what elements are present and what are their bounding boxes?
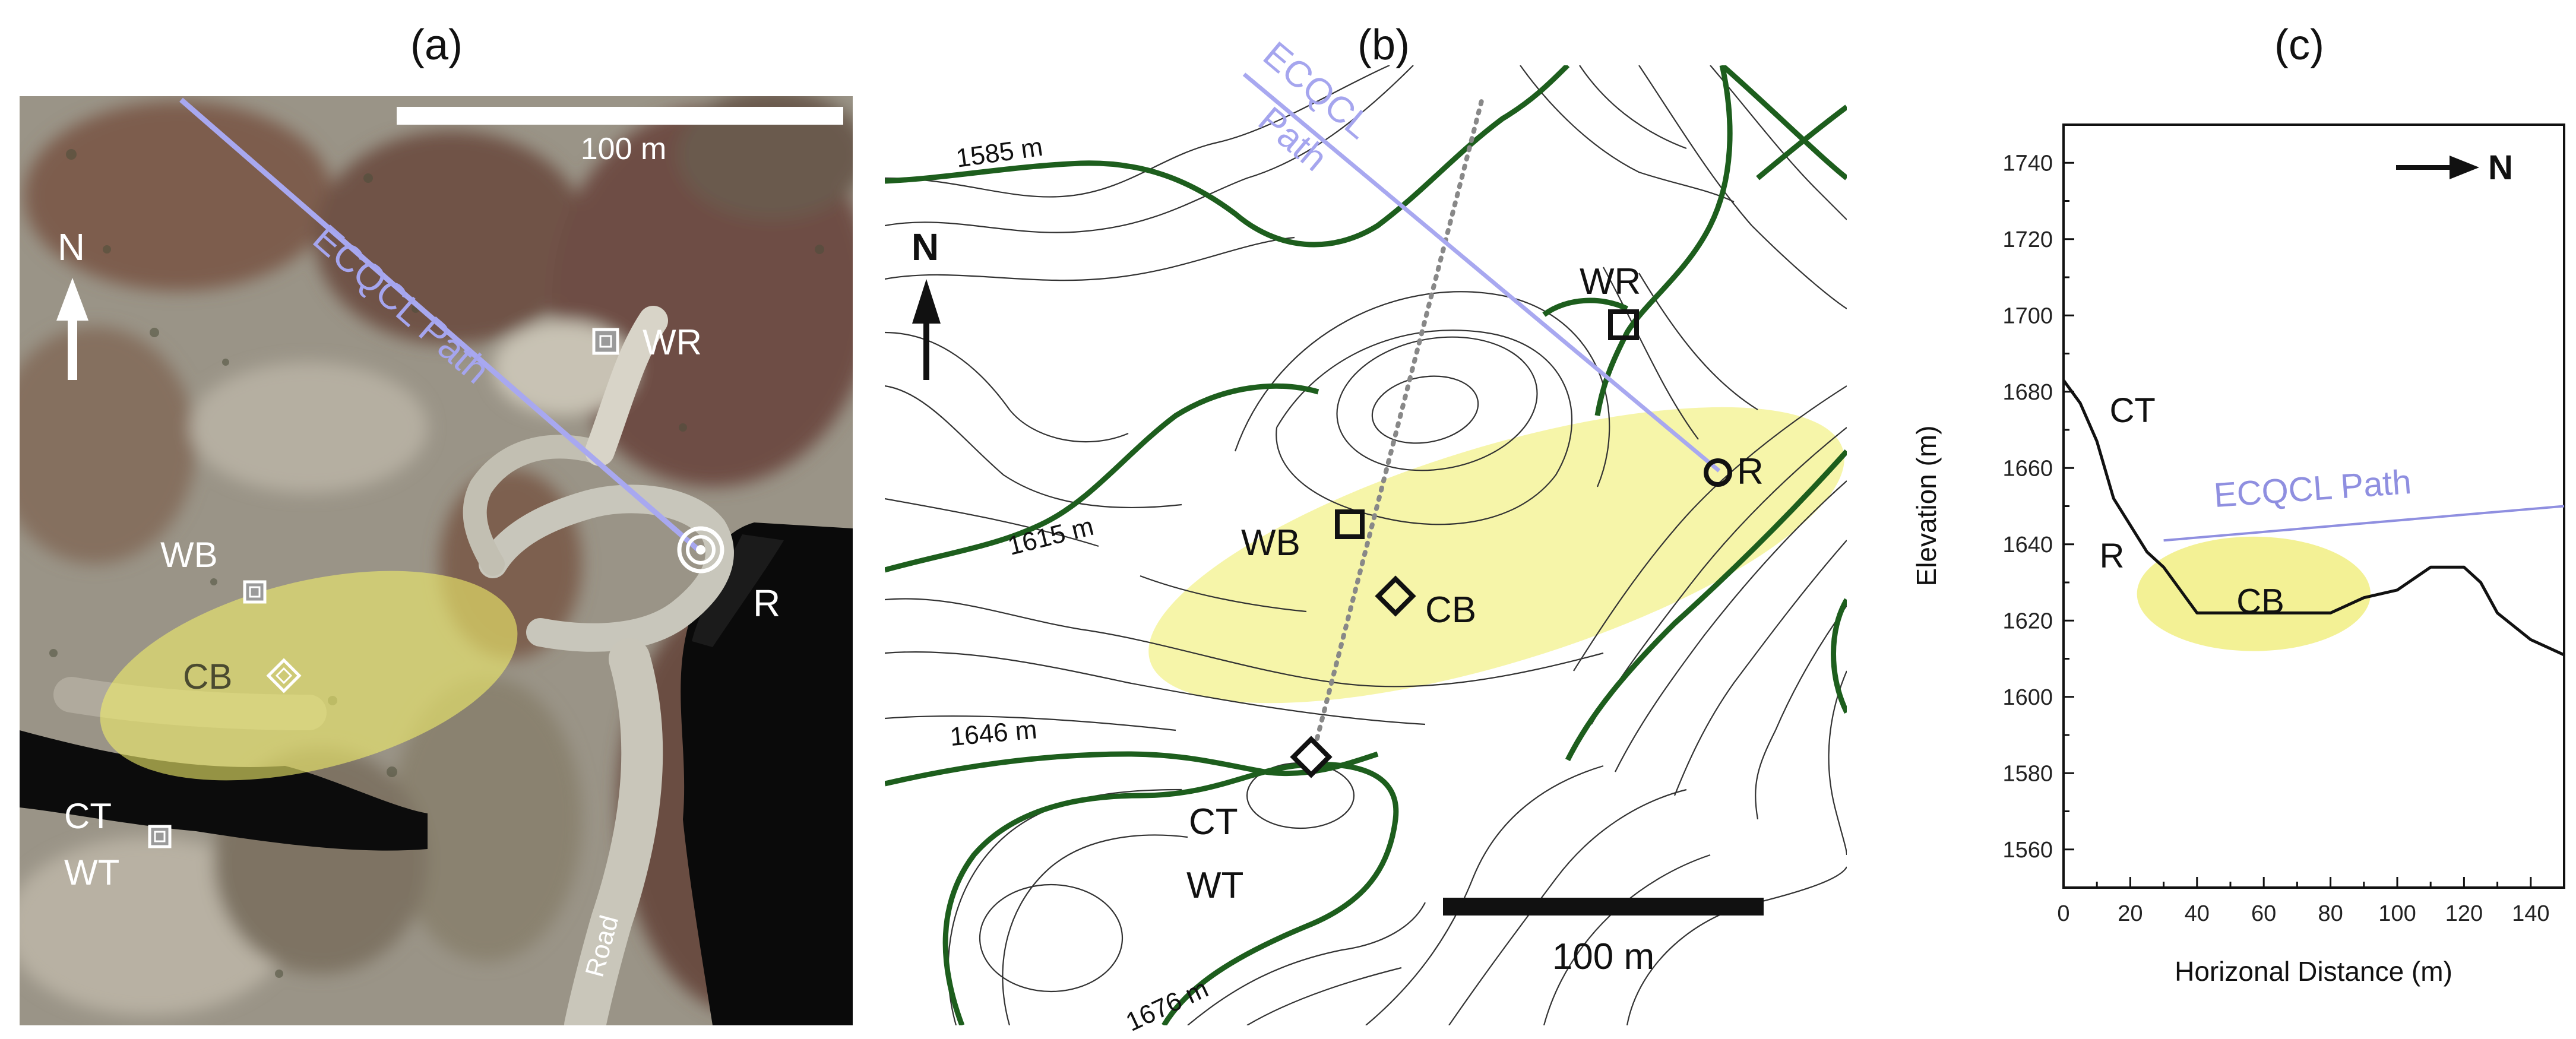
- annotation-ct: CT: [2109, 391, 2155, 430]
- site-r-marker-icon: [677, 526, 724, 574]
- panel-a-label: (a): [410, 21, 463, 69]
- x-tick-label: 0: [2057, 901, 2069, 926]
- map-scale-bar-label: 100 m: [1552, 936, 1654, 977]
- map-site-r-marker-icon: [1704, 458, 1732, 487]
- cb-zone: [100, 571, 518, 781]
- cb-zone-profile: [2137, 536, 2371, 651]
- satellite-image: [20, 96, 853, 1025]
- x-tick-label: 140: [2512, 901, 2549, 926]
- x-axis-label: Horizonal Distance (m): [2175, 956, 2452, 987]
- y-tick-label: 1720: [2002, 227, 2053, 252]
- contour-label-1676: 1676 m: [1122, 974, 1213, 1037]
- ecqcl-path-line-map: [1242, 72, 1721, 473]
- map-site-wt-label: WT: [1186, 865, 1243, 906]
- panel-c-label: (c): [2274, 21, 2324, 69]
- y-tick-label: 1680: [2002, 380, 2053, 405]
- site-wr-label: WR: [643, 322, 702, 362]
- x-tick-label: 100: [2378, 901, 2416, 926]
- scale-bar: [397, 107, 843, 125]
- site-ct-label: CT: [64, 796, 112, 836]
- contour-map: [885, 65, 1847, 1025]
- y-tick-label: 1700: [2002, 303, 2053, 328]
- map-site-wb-label: WB: [1241, 522, 1300, 563]
- map-site-cb-label: CB: [1425, 590, 1476, 631]
- profile-north-arrow-icon: [2396, 156, 2479, 179]
- annotation-cb: CB: [2236, 582, 2284, 620]
- panel-b-label: (b): [1357, 21, 1410, 69]
- contour-label-1646: 1646 m: [949, 715, 1038, 752]
- minor-contours: [885, 65, 1847, 1025]
- y-tick-label: 1600: [2002, 685, 2053, 710]
- ecqcl-path-line: [179, 97, 700, 552]
- north-label: N: [58, 226, 85, 268]
- y-tick-label: 1740: [2002, 151, 2053, 176]
- map-site-ct-marker-icon: [1290, 736, 1333, 778]
- cb-zone-map: [1148, 407, 1844, 704]
- y-axis-label: Elevation (m): [1911, 426, 1942, 587]
- map-site-wr-marker-icon: [1608, 309, 1639, 340]
- map-site-wr-label: WR: [1580, 261, 1641, 302]
- site-r-label: R: [753, 582, 780, 625]
- profile-north-label: N: [2488, 148, 2513, 187]
- x-tick-label: 20: [2118, 901, 2143, 926]
- annotation-r: R: [2100, 536, 2125, 575]
- y-tick-label: 1560: [2002, 838, 2053, 863]
- map-north-label: N: [912, 226, 939, 268]
- elevation-profile-chart: 1560 1580 1600 1620 1640 1660 1680 1700 1720 1740…: [1911, 123, 2565, 987]
- x-tick-label: 120: [2445, 901, 2483, 926]
- transect-line: [1310, 99, 1484, 759]
- scale-bar-label: 100 m: [581, 132, 667, 166]
- site-wr-marker-icon: [592, 328, 619, 355]
- y-tick-label: 1580: [2002, 761, 2053, 786]
- map-site-cb-marker-icon: [1375, 575, 1416, 617]
- map-site-r-label: R: [1737, 451, 1764, 492]
- major-contours: [885, 65, 1847, 1025]
- y-tick-label: 1640: [2002, 533, 2053, 557]
- site-cb-marker-icon: [266, 658, 302, 693]
- x-tick-label: 60: [2251, 901, 2276, 926]
- north-arrow-icon: [56, 278, 88, 380]
- site-wb-marker-icon: [243, 580, 267, 604]
- terrain-profile-line: [2062, 379, 2565, 657]
- y-tick-label: 1620: [2002, 609, 2053, 633]
- site-cb-label: CB: [183, 657, 232, 696]
- map-scale-bar: [1443, 898, 1764, 916]
- y-tick-label: 1660: [2002, 456, 2053, 481]
- site-wt-label: WT: [64, 853, 119, 892]
- site-wb-label: WB: [160, 535, 218, 575]
- site-wt-marker-icon: [148, 825, 172, 848]
- x-tick-label: 40: [2185, 901, 2210, 926]
- panel-b: (b): [885, 21, 1847, 1037]
- map-site-wb-marker-icon: [1335, 509, 1365, 539]
- x-tick-label: 80: [2318, 901, 2343, 926]
- plot-frame: [2062, 123, 2565, 889]
- ecqcl-path-profile-line: [2163, 505, 2565, 542]
- panel-c: (c) 1560 1580 1600 1620 1640 1660 1680 1700 1720…: [1911, 21, 2565, 987]
- map-site-ct-label: CT: [1189, 802, 1238, 842]
- map-north-arrow-icon: [912, 279, 941, 380]
- panel-a: (a): [20, 21, 853, 1025]
